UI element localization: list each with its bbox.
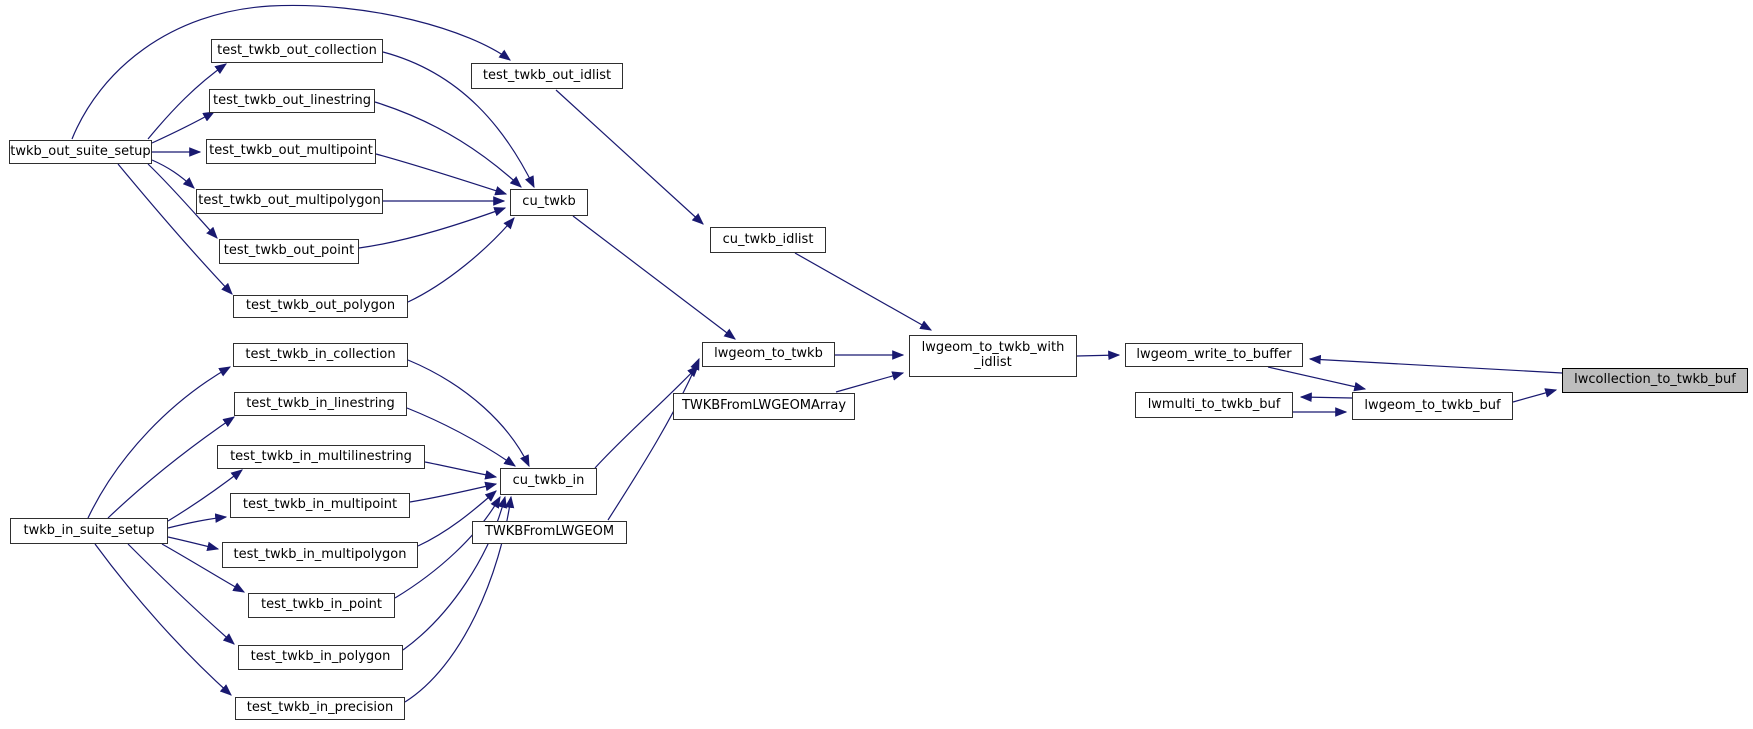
edge-twkb_in_suite_setup-to-test_twkb_in_point — [161, 543, 246, 593]
edge-twkb_in_suite_setup-to-test_twkb_in_polygon — [127, 543, 235, 645]
edge-test_twkb_in_polygon-to-cu_twkb_in — [402, 495, 507, 651]
edge-lwgeom_to_twkb_buf-to-lwmulti_to_twkb_buf — [1299, 392, 1353, 403]
node-test-twkb-out-collection[interactable]: test_twkb_out_collection — [211, 39, 383, 63]
node-twkb-out-suite-setup[interactable]: twkb_out_suite_setup — [9, 140, 152, 164]
edge-test_twkb_in_multipoint-to-cu_twkb_in — [409, 481, 498, 503]
edge-cu_twkb_idlist-to-lwgeom_to_twkb_with_idlist — [794, 252, 933, 331]
edge-TWKBFromLWGEOMArray-to-lwgeom_to_twkb_with_idlist — [835, 371, 905, 393]
edge-lwgeom_to_twkb_buf-to-lwcollection_to_twkb_buf — [1512, 388, 1558, 403]
edge-test_twkb_out_linestring-to-cu_twkb — [374, 101, 522, 188]
edge-test_twkb_out_multipoint-to-cu_twkb — [375, 153, 508, 196]
node-test-twkb-in-multipolygon[interactable]: test_twkb_in_multipolygon — [222, 542, 418, 568]
node-test-twkb-out-linestring[interactable]: test_twkb_out_linestring — [209, 89, 375, 113]
edge-test_twkb_out_idlist-to-cu_twkb_idlist — [555, 89, 704, 225]
edge-twkb_in_suite_setup-to-test_twkb_in_multipolygon — [167, 536, 220, 552]
edge-twkb_in_suite_setup-to-test_twkb_in_precision — [94, 543, 232, 696]
edge-test_twkb_in_point-to-cu_twkb_in — [394, 495, 501, 599]
edge-lwgeom_write_to_buffer-to-lwgeom_to_twkb_buf — [1267, 366, 1367, 392]
edge-twkb_out_suite_setup-to-test_twkb_out_multipolygon — [151, 159, 195, 189]
node-lwgeom-write-to-buffer[interactable]: lwgeom_write_to_buffer — [1125, 343, 1303, 367]
node-test-twkb-out-point[interactable]: test_twkb_out_point — [219, 239, 359, 264]
node-test-twkb-in-collection[interactable]: test_twkb_in_collection — [233, 343, 408, 367]
edge-twkb_in_suite_setup-to-test_twkb_in_multipoint — [167, 513, 228, 529]
node-twkbfromlwgeomarray[interactable]: TWKBFromLWGEOMArray — [673, 393, 855, 420]
node-test-twkb-in-polygon[interactable]: test_twkb_in_polygon — [238, 645, 403, 670]
node-cu-twkb[interactable]: cu_twkb — [510, 189, 588, 216]
edge-twkb_in_suite_setup-to-test_twkb_in_multilinestring — [167, 469, 243, 522]
edge-TWKBFromLWGEOM-to-lwgeom_to_twkb — [607, 357, 700, 521]
edge-test_twkb_in_linestring-to-cu_twkb_in — [406, 407, 516, 467]
edge-twkb_out_suite_setup-to-test_twkb_out_collection — [147, 63, 227, 140]
node-test-twkb-in-point[interactable]: test_twkb_in_point — [248, 593, 395, 618]
edge-cu_twkb_in-to-lwgeom_to_twkb — [594, 365, 699, 469]
edge-twkb_out_suite_setup-to-test_twkb_out_idlist — [71, 4, 511, 140]
node-twkbfromlwgeom[interactable]: TWKBFromLWGEOM — [472, 521, 627, 544]
edge-test_twkb_in_collection-to-cu_twkb_in — [407, 359, 530, 468]
node-lwcollection-to-twkb-buf: lwcollection_to_twkb_buf — [1562, 368, 1748, 393]
node-twkb-in-suite-setup[interactable]: twkb_in_suite_setup — [10, 518, 168, 544]
edge-test_twkb_in_multipolygon-to-cu_twkb_in — [417, 490, 497, 547]
node-test-twkb-out-idlist[interactable]: test_twkb_out_idlist — [471, 63, 623, 89]
node-test-twkb-out-polygon[interactable]: test_twkb_out_polygon — [233, 295, 408, 318]
edge-twkb_in_suite_setup-to-test_twkb_in_collection — [87, 366, 232, 519]
edge-twkb_out_suite_setup-to-test_twkb_out_linestring — [151, 111, 216, 144]
edge-test_twkb_in_multilinestring-to-cu_twkb_in — [424, 461, 498, 480]
node-test-twkb-in-multilinestring[interactable]: test_twkb_in_multilinestring — [217, 445, 425, 469]
edge-test_twkb_out_point-to-cu_twkb — [358, 207, 507, 249]
node-lwgeom-to-twkb[interactable]: lwgeom_to_twkb — [702, 342, 835, 367]
edge-twkb_out_suite_setup-to-test_twkb_out_point — [147, 163, 218, 239]
node-test-twkb-in-linestring[interactable]: test_twkb_in_linestring — [234, 392, 407, 416]
edge-twkb_in_suite_setup-to-test_twkb_in_linestring — [107, 416, 235, 519]
node-lwmulti-to-twkb-buf[interactable]: lwmulti_to_twkb_buf — [1135, 392, 1293, 418]
edge-lwcollection_to_twkb_buf-to-lwgeom_write_to_buffer — [1308, 354, 1563, 374]
edge-twkb_out_suite_setup-to-test_twkb_out_polygon — [117, 163, 233, 295]
node-cu-twkb-idlist[interactable]: cu_twkb_idlist — [710, 227, 826, 253]
node-test-twkb-in-precision[interactable]: test_twkb_in_precision — [235, 697, 405, 720]
node-test-twkb-out-multipoint[interactable]: test_twkb_out_multipoint — [206, 139, 376, 164]
edge-test_twkb_out_polygon-to-cu_twkb — [407, 217, 515, 303]
node-lwgeom-to-twkb-with-idlist[interactable]: lwgeom_to_twkb_with _idlist — [909, 335, 1077, 377]
edge-lwgeom_to_twkb_with_idlist-to-lwgeom_write_to_buffer — [1076, 350, 1121, 361]
node-test-twkb-out-multipolygon[interactable]: test_twkb_out_multipolygon — [196, 189, 383, 214]
node-lwgeom-to-twkb-buf[interactable]: lwgeom_to_twkb_buf — [1352, 392, 1513, 420]
node-cu-twkb-in[interactable]: cu_twkb_in — [500, 468, 597, 495]
edge-cu_twkb-to-lwgeom_to_twkb — [572, 215, 736, 340]
edge-test_twkb_out_collection-to-cu_twkb — [382, 51, 535, 189]
node-test-twkb-in-multipoint[interactable]: test_twkb_in_multipoint — [230, 493, 410, 518]
